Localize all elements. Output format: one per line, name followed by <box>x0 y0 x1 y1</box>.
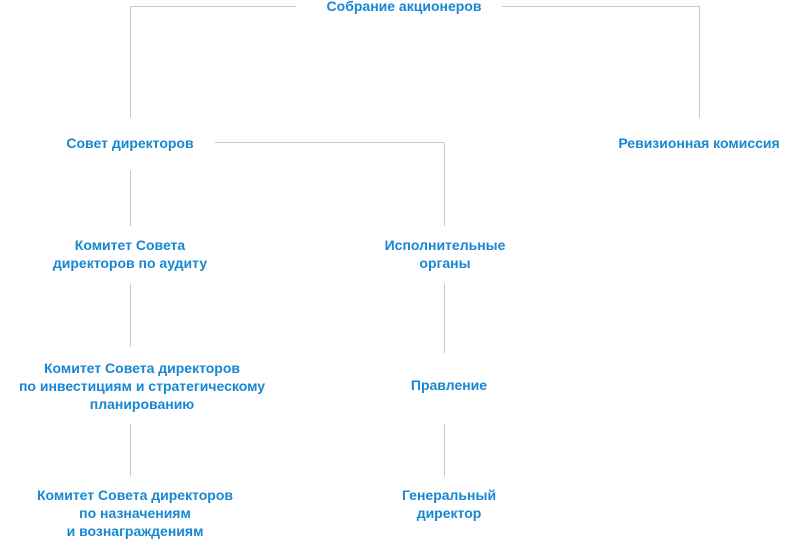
node-audit-committee: Комитет Совета директоров по аудиту <box>52 237 208 271</box>
node-board-of-directors: Совет директоров <box>66 135 194 151</box>
node-general-director: Генеральный директор <box>401 487 497 521</box>
node-management-board: Правление <box>410 377 488 393</box>
node-shareholders-meeting: Собрание акционеров <box>326 0 482 14</box>
node-nomination-committee: Комитет Совета директоров по назначениям… <box>36 487 234 539</box>
node-investment-committee: Комитет Совета директоров по инвестициям… <box>18 360 266 412</box>
node-audit-commission: Ревизионная комиссия <box>618 135 780 151</box>
node-executive-bodies: Исполнительные органы <box>384 237 506 271</box>
